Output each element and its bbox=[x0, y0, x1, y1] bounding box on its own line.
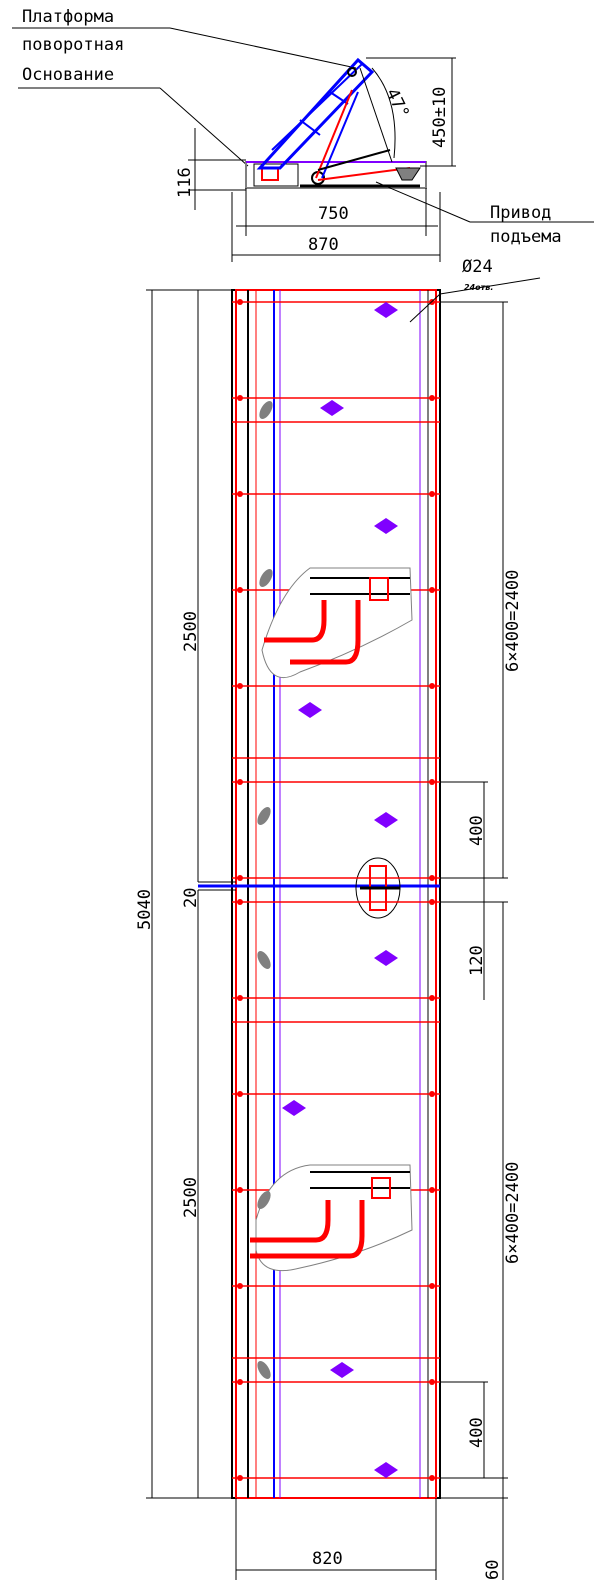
dim-750: 750 bbox=[318, 204, 349, 224]
leader-platform bbox=[169, 27, 357, 69]
dim-870: 870 bbox=[308, 235, 339, 255]
bolt-holes bbox=[237, 299, 435, 1481]
dim-half-bottom: 2500 bbox=[181, 1177, 201, 1218]
dim-pitch-bottom: 6×400=2400 bbox=[503, 1162, 523, 1264]
dim-step-top: 400 bbox=[467, 815, 487, 846]
leader-base bbox=[159, 87, 249, 167]
dim-end: 60 bbox=[483, 1560, 503, 1580]
hinge-marks bbox=[257, 400, 273, 1380]
dim-mid: 120 bbox=[467, 945, 487, 976]
dim-lift: 450±10 bbox=[430, 87, 450, 148]
leader-drive bbox=[375, 181, 471, 223]
label-drive: Привод bbox=[490, 203, 551, 223]
dim-pitch-top: 6×400=2400 bbox=[503, 570, 523, 672]
dim-116: 116 bbox=[175, 167, 195, 198]
plan-frame bbox=[231, 289, 441, 1499]
label-drive-sub: подъема bbox=[490, 227, 562, 247]
side-view: Платформа поворотная Основание 47° bbox=[12, 7, 594, 262]
dim-width: 820 bbox=[312, 1549, 343, 1569]
dim-total-length: 5040 bbox=[135, 889, 155, 930]
purple-markers bbox=[282, 302, 398, 1478]
dim-half-top: 2500 bbox=[181, 611, 201, 652]
label-platform-sub: поворотная bbox=[22, 35, 124, 55]
tilted-platform bbox=[256, 57, 375, 170]
cutaway-top bbox=[261, 567, 413, 679]
dim-hole-count: 24отв. bbox=[464, 283, 493, 292]
dim-hole: Ø24 bbox=[462, 257, 493, 277]
label-base: Основание bbox=[22, 65, 114, 85]
plan-dimensions bbox=[146, 277, 541, 1580]
dim-step-bottom: 400 bbox=[467, 1417, 487, 1448]
plan-dimension-texts: Ø24 24отв. 5040 2500 2500 20 6×400=2400 … bbox=[135, 257, 523, 1580]
cross-ribs bbox=[232, 301, 440, 1479]
label-platform: Платформа bbox=[22, 7, 114, 27]
plan-view bbox=[198, 289, 441, 1499]
dim-angle: 47° bbox=[382, 85, 413, 121]
dim-gap: 20 bbox=[181, 888, 201, 908]
lift-cylinder bbox=[315, 89, 353, 179]
